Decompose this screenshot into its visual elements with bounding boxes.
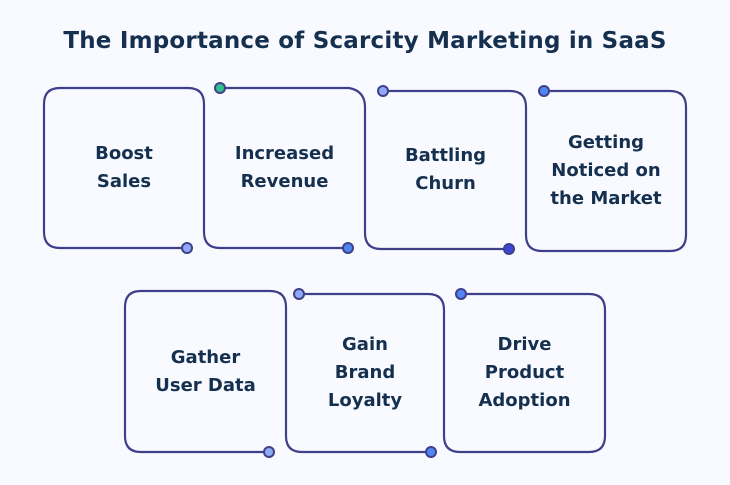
card-gather-user-data: Gather User Data: [155, 346, 256, 396]
dot-icon: [377, 85, 389, 97]
dot-icon: [263, 446, 275, 458]
dot-icon: [181, 242, 193, 254]
dot-icon: [503, 243, 515, 255]
dot-icon: [425, 446, 437, 458]
card-gain-brand-loyalty: Gain Brand Loyalty: [327, 334, 403, 411]
dot-icon: [455, 288, 467, 300]
diagram-title: The Importance of Scarcity Marketing in …: [63, 28, 667, 54]
dot-icon: [342, 242, 354, 254]
card-increased-revenue: Increased Revenue: [234, 143, 335, 192]
card-getting-noticed: Getting Noticed on the Market: [550, 132, 662, 209]
card-boost-sales: Boost Sales: [95, 143, 153, 192]
card-drive-product-adoption: Drive Product Adoption: [478, 334, 571, 411]
dot-icon: [214, 82, 226, 94]
dot-icon: [538, 85, 550, 97]
card-battling-churn: Battling Churn: [404, 145, 487, 194]
dot-icon: [293, 288, 305, 300]
